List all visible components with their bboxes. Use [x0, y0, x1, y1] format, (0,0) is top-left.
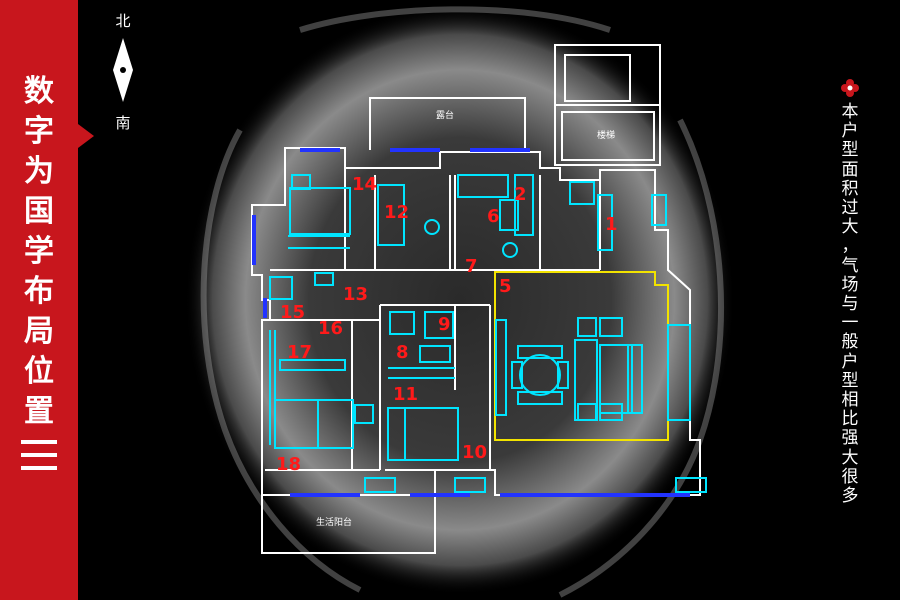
plan-label-balcony-top: 露台: [436, 109, 454, 121]
room-number: 2: [514, 184, 527, 205]
room-number: 11: [393, 384, 418, 405]
room-number: 7: [465, 256, 478, 277]
room-number: 9: [438, 314, 451, 335]
note-char: 大: [841, 217, 859, 238]
room-number: 15: [280, 302, 305, 323]
compass: 北 南: [100, 8, 146, 132]
note-char: 型: [841, 370, 859, 391]
note-char: 过: [841, 198, 859, 219]
note-char: 很: [841, 466, 859, 487]
room-number: 13: [343, 284, 368, 305]
title-char: 学: [24, 234, 54, 269]
note-char: 户: [841, 121, 859, 142]
room-number: 1: [605, 214, 618, 235]
title-char: 置: [24, 394, 54, 429]
room-number: 14: [352, 174, 377, 195]
note-char: 相: [841, 390, 859, 411]
note-char: 型: [841, 140, 859, 161]
vertical-note: 本 户 型 面 积 过 大 ， 气 场 与 一 般 户 型 相 比 强 大 很 …: [836, 102, 864, 507]
plan-label-stair-room: 楼梯: [597, 129, 615, 141]
title-char: 为: [24, 154, 54, 189]
title-numeral-three: [21, 440, 57, 472]
plan-label-balcony-bottom: 生活阳台: [316, 516, 352, 528]
room-number: 18: [276, 454, 301, 475]
title-char: 位: [24, 354, 54, 389]
note-char: 大: [841, 447, 859, 468]
compass-needle-icon: [113, 38, 133, 102]
room-number: 6: [487, 206, 500, 227]
title-char: 布: [24, 274, 54, 309]
note-char: 与: [841, 294, 859, 315]
note-char: 多: [841, 486, 859, 507]
room-number: 12: [384, 202, 409, 223]
note-char: 般: [841, 332, 859, 353]
compass-south-label: 南: [115, 114, 131, 132]
room-number: 10: [462, 442, 487, 463]
vertical-title: 数 字 为 国 学 布 局 位 置: [0, 72, 78, 432]
band-arrow-notch: [78, 124, 94, 148]
note-char: ，: [841, 236, 859, 257]
note-char: 场: [841, 274, 859, 295]
title-char: 数: [24, 74, 54, 109]
note-char: 比: [841, 409, 859, 430]
note-char: 本: [841, 102, 859, 122]
note-char: 户: [841, 351, 859, 372]
title-char: 字: [24, 114, 54, 149]
title-char: 国: [24, 194, 54, 229]
room-number: 8: [396, 342, 409, 363]
flower-bullet-icon: [841, 79, 859, 97]
room-number: 16: [318, 318, 343, 339]
note-char: 面: [841, 159, 859, 180]
left-title-band: [0, 0, 78, 600]
compass-north-label: 北: [115, 12, 131, 30]
title-char: 局: [24, 314, 54, 349]
note-char: 一: [841, 313, 859, 334]
note-char: 积: [841, 178, 859, 199]
note-char: 强: [841, 428, 859, 449]
room-number: 5: [499, 276, 512, 297]
note-char: 气: [841, 255, 859, 276]
room-number: 17: [287, 342, 312, 363]
